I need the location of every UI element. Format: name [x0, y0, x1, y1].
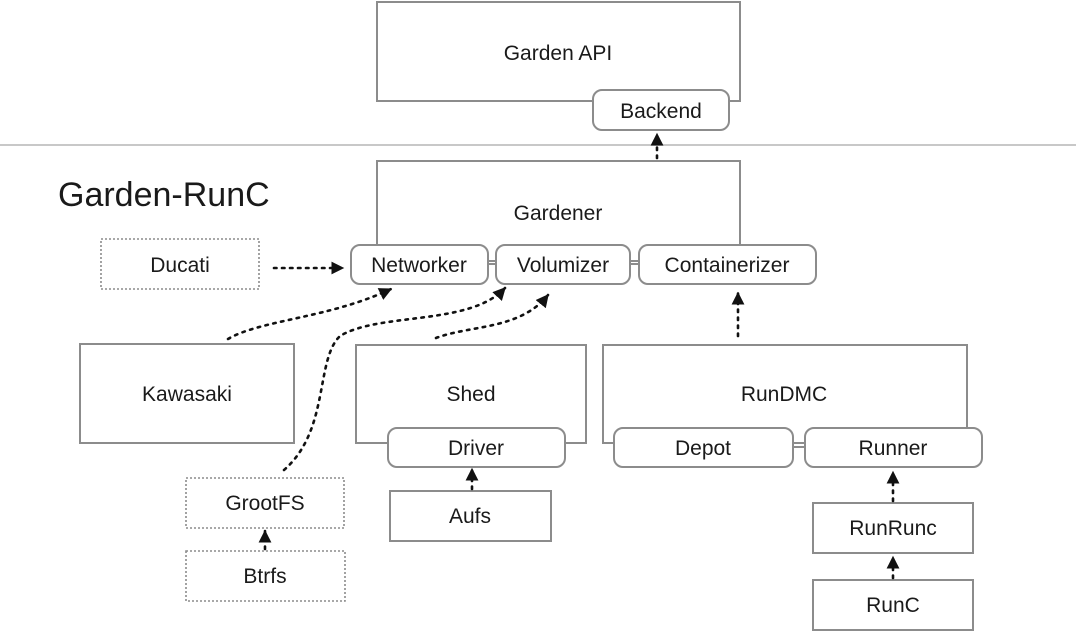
runrunc-node: RunRunc: [812, 502, 974, 554]
garden-api-label: Garden API: [504, 42, 613, 65]
backend-node: Backend: [592, 89, 730, 131]
containerizer-label: Containerizer: [665, 254, 790, 277]
networker-label: Networker: [371, 254, 467, 277]
shed-label: Shed: [446, 383, 495, 406]
aufs-label: Aufs: [449, 505, 491, 528]
backend-label: Backend: [620, 100, 702, 123]
containerizer-node: Containerizer: [638, 244, 817, 285]
btrfs-node: Btrfs: [185, 550, 346, 602]
kawasaki-to-networker-arrow: [226, 287, 393, 341]
section-title: Garden-RunC: [58, 176, 270, 214]
networker-node: Networker: [350, 244, 489, 285]
gardener-label: Gardener: [514, 202, 603, 225]
runc-label: RunC: [866, 594, 920, 617]
volumizer-node: Volumizer: [495, 244, 631, 285]
kawasaki-label: Kawasaki: [142, 383, 232, 406]
runner-label: Runner: [859, 437, 928, 460]
btrfs-label: Btrfs: [243, 565, 286, 588]
driver-label: Driver: [448, 437, 504, 460]
grootfs-label: GrootFS: [225, 492, 304, 515]
rundmc-node: RunDMC: [602, 344, 968, 444]
shed-node: Shed: [355, 344, 587, 444]
depot-node: Depot: [613, 427, 794, 468]
ducati-node: Ducati: [100, 238, 260, 290]
ducati-label: Ducati: [150, 254, 210, 277]
garden-api-node: Garden API: [376, 1, 741, 102]
grootfs-node: GrootFS: [185, 477, 345, 529]
kawasaki-node: Kawasaki: [79, 343, 295, 444]
rundmc-label: RunDMC: [741, 383, 827, 406]
depot-label: Depot: [675, 437, 731, 460]
aufs-node: Aufs: [389, 490, 552, 542]
runrunc-label: RunRunc: [849, 517, 937, 540]
grootfs-to-volumizer-arrow: [282, 286, 507, 472]
runner-node: Runner: [804, 427, 983, 468]
runc-node: RunC: [812, 579, 974, 631]
driver-node: Driver: [387, 427, 566, 468]
volumizer-label: Volumizer: [517, 254, 609, 277]
shed-to-volumizer-arrow: [434, 293, 550, 340]
